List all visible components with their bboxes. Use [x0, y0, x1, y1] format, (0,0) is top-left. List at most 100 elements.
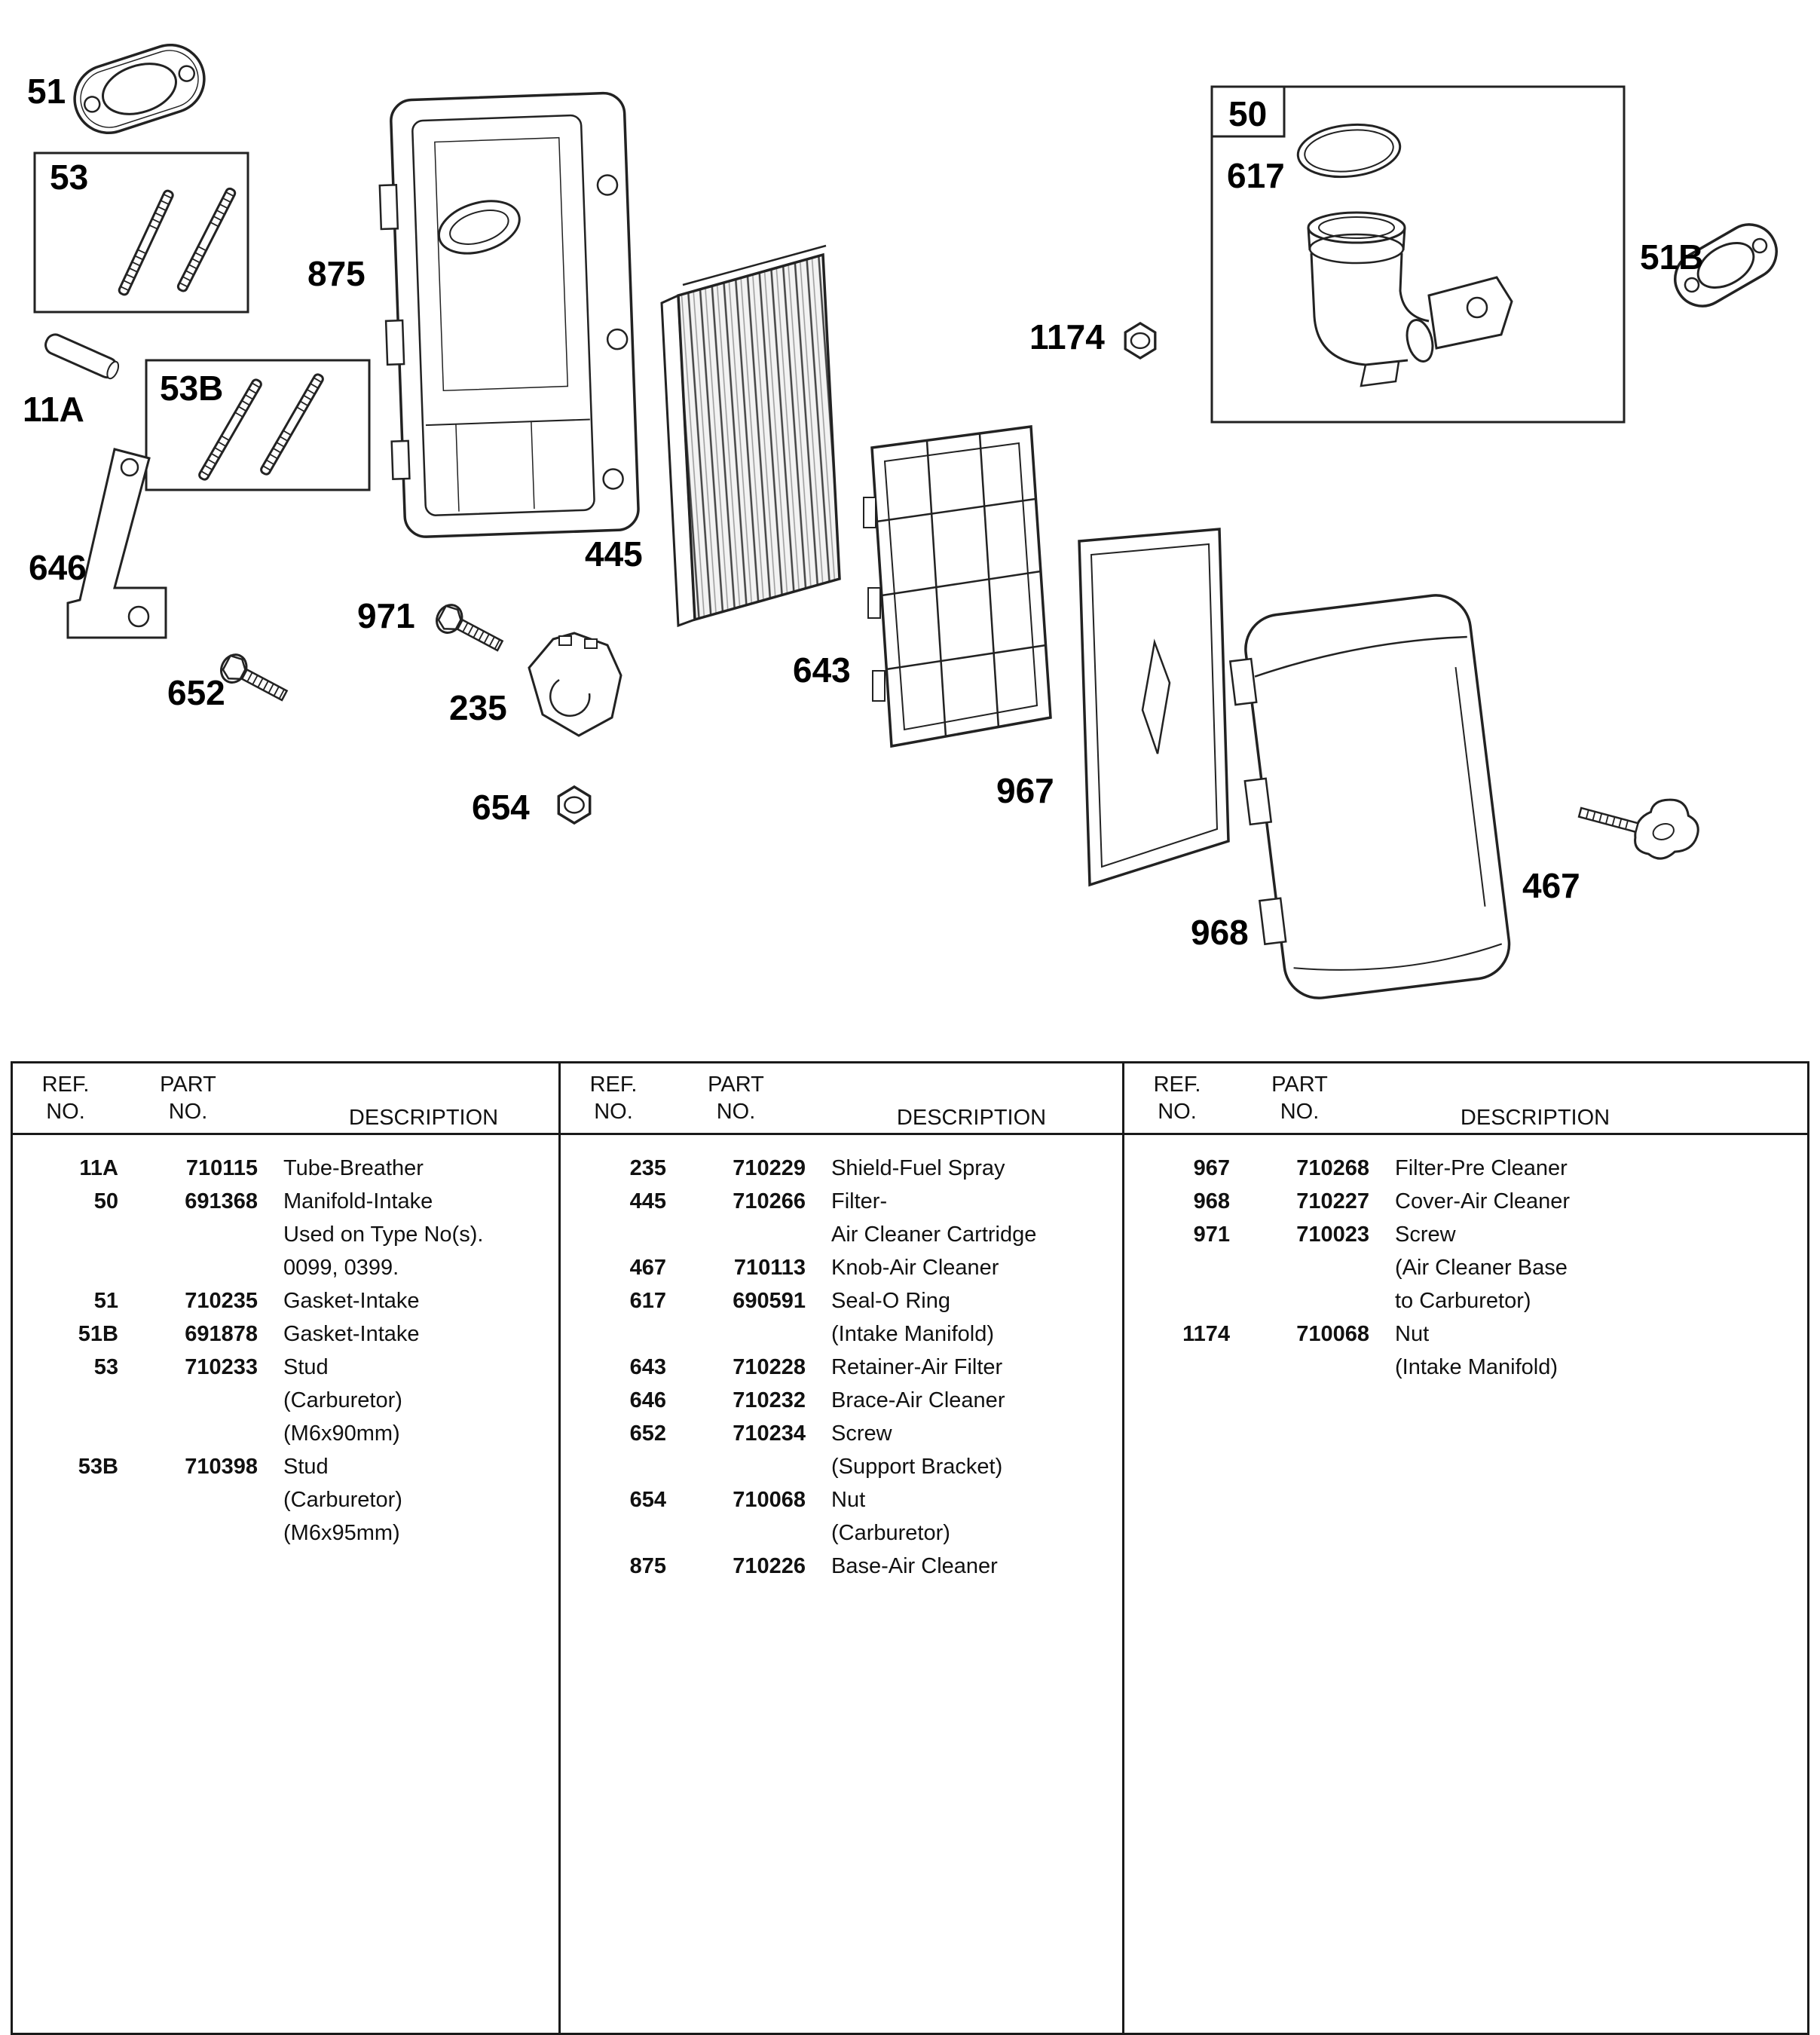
ref-no: 968 [1193, 1189, 1230, 1213]
part-description: Knob-Air Cleaner [831, 1256, 999, 1280]
ref-no: 643 [629, 1355, 666, 1379]
part-label-968: 968 [1191, 913, 1249, 952]
part-label-11A: 11A [23, 390, 84, 429]
header-description: DESCRIPTION [896, 1106, 1047, 1130]
filter-445 [660, 244, 841, 628]
part-no: 710234 [733, 1421, 806, 1446]
part-label-875: 875 [307, 254, 366, 293]
shield-235 [528, 632, 622, 737]
part-label-643: 643 [793, 650, 851, 690]
header-part-line1: PART [708, 1073, 764, 1097]
part-description: Brace-Air Cleaner [831, 1388, 1005, 1412]
part-no: 710068 [1296, 1322, 1369, 1346]
part-label-646: 646 [29, 548, 87, 587]
table-row: 875 710226 Base-Air Cleaner [561, 1550, 1122, 1583]
table-header: REF. NO. PART NO. DESCRIPTION [1124, 1063, 1807, 1135]
part-description: Tube-Breather [283, 1156, 424, 1180]
part-label-652: 652 [167, 673, 225, 712]
precleaner-967 [1078, 528, 1230, 887]
part-description: Shield-Fuel Spray [831, 1156, 1005, 1180]
header-part-line2: NO. [716, 1100, 756, 1124]
ref-no: 652 [629, 1421, 666, 1446]
ref-no: 11A [79, 1156, 118, 1180]
part-no: 690591 [733, 1289, 806, 1313]
table-row: 968 710227 Cover-Air Cleaner [1124, 1185, 1807, 1218]
header-part-line1: PART [160, 1073, 216, 1097]
ref-no: 235 [629, 1156, 666, 1180]
part-description: Seal-O Ring(Intake Manifold) [831, 1289, 994, 1346]
header-ref-line1: REF. [41, 1073, 90, 1097]
table-header: REF. NO. PART NO. DESCRIPTION [13, 1063, 558, 1135]
part-no: 710232 [733, 1388, 806, 1412]
exploded-diagram: 51 53 875 11A 53B 646 652 971 235 654 44… [23, 43, 1778, 999]
ref-no: 53B [78, 1455, 118, 1479]
part-label-654: 654 [472, 788, 530, 827]
part-description: Cover-Air Cleaner [1395, 1189, 1571, 1213]
nut-1174 [1124, 322, 1157, 360]
header-ref: REF. NO. [1124, 1071, 1230, 1133]
ref-no: 51B [78, 1322, 118, 1346]
table-row: 11A 710115 Tube-Breather [13, 1152, 558, 1185]
table-row: 652 710234 Screw(Support Bracket) [561, 1417, 1122, 1483]
part-no: 691368 [185, 1189, 258, 1213]
gasket-51B [1674, 223, 1778, 308]
part-no: 710113 [733, 1256, 806, 1280]
ref-no: 51 [93, 1289, 118, 1313]
header-part-line2: NO. [1280, 1100, 1320, 1124]
part-no: 710068 [733, 1488, 806, 1512]
header-ref: REF. NO. [561, 1071, 666, 1133]
ref-no: 875 [629, 1554, 666, 1578]
knob-467 [1577, 798, 1699, 860]
ref-no: 971 [1193, 1223, 1230, 1247]
part-no: 710227 [1296, 1189, 1369, 1213]
ref-no: 654 [629, 1488, 666, 1512]
part-no: 710233 [185, 1355, 258, 1379]
header-ref-line1: REF. [589, 1073, 638, 1097]
part-label-51B: 51B [1640, 237, 1704, 277]
part-label-617: 617 [1227, 156, 1285, 195]
header-ref: REF. NO. [13, 1071, 118, 1133]
part-description: Stud(Carburetor)(M6x90mm) [283, 1355, 402, 1446]
part-label-971: 971 [357, 596, 415, 635]
part-no: 710235 [185, 1289, 258, 1313]
part-no: 691878 [185, 1322, 258, 1346]
part-description: Stud(Carburetor)(M6x95mm) [283, 1455, 402, 1545]
ref-no: 445 [629, 1189, 666, 1213]
table-column-group-1: REF. NO. PART NO. DESCRIPTION 11A 710115 T… [13, 1063, 558, 2033]
part-description: Screw(Support Bracket) [831, 1421, 1003, 1479]
nut-654 [557, 785, 592, 825]
base-875 [378, 91, 640, 538]
part-label-53B: 53B [160, 369, 224, 408]
part-description: Base-Air Cleaner [831, 1554, 998, 1578]
table-row: 654 710068 Nut(Carburetor) [561, 1483, 1122, 1550]
ref-no: 1174 [1182, 1322, 1230, 1346]
parts-table: REF. NO. PART NO. DESCRIPTION 11A 710115 T… [11, 1061, 1809, 2035]
header-description: DESCRIPTION [348, 1106, 499, 1130]
part-no: 710228 [733, 1355, 806, 1379]
oring-617 [1296, 123, 1402, 179]
part-no: 710226 [733, 1554, 806, 1578]
retainer-643 [863, 425, 1052, 748]
header-part: PART NO. [666, 1071, 806, 1133]
part-no: 710115 [185, 1156, 258, 1180]
cover-968 [1228, 594, 1511, 999]
header-description: DESCRIPTION [1460, 1106, 1610, 1130]
brace-646 [66, 448, 167, 639]
part-description: Nut(Carburetor) [831, 1488, 950, 1545]
